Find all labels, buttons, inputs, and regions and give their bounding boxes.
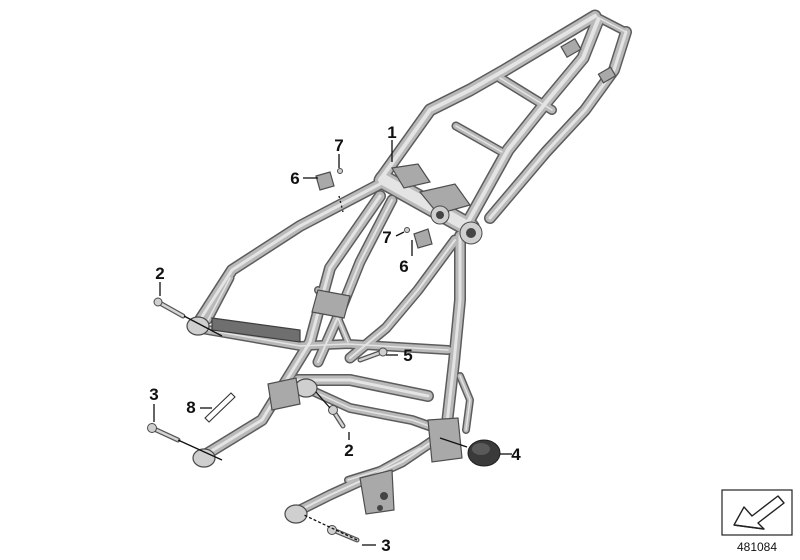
rear-lower-post-tube-mid xyxy=(457,373,473,433)
upper-mount-hole xyxy=(436,211,444,219)
callout-2-upper: 2 xyxy=(155,264,164,283)
middle-cross-member-tube-hi xyxy=(296,378,430,398)
callout-1: 1 xyxy=(387,123,396,142)
callout-8: 8 xyxy=(186,398,195,417)
subframe-cross-top-tube-hi xyxy=(594,15,627,33)
center-down-tube-tube-hi xyxy=(317,199,393,363)
left-upper-rail-tube-out xyxy=(190,178,386,332)
leader-7b xyxy=(395,231,405,237)
footrest-hole-1 xyxy=(380,492,388,500)
footrest-hole-2 xyxy=(377,505,383,511)
clip-nut-part-6a xyxy=(315,171,335,191)
rear-lower-post-tube-hi xyxy=(459,375,471,431)
left-down-tube-tube-hi xyxy=(198,194,382,460)
left-lower-bracket xyxy=(267,377,301,411)
subframe-left-rail-tube-mid xyxy=(375,11,600,185)
steering-head-plate xyxy=(391,163,431,189)
rubber-plug-highlight xyxy=(472,443,490,455)
bolt-part-3-upper xyxy=(147,423,181,443)
reference-badge: 481084 xyxy=(721,489,793,554)
right-down-tube-tube-hi xyxy=(444,234,462,434)
upper-gusset-plate xyxy=(418,183,471,215)
subframe-left-rail-tube-hi xyxy=(378,14,597,182)
part-arrow-icon xyxy=(733,495,785,530)
bushing-front-lower xyxy=(284,504,308,524)
part-arrow-base xyxy=(733,524,765,530)
subframe-lower-cross-tube-hi xyxy=(455,125,503,153)
swingarm-pivot-hole xyxy=(466,228,476,238)
left-rear-link-tube-hi xyxy=(207,277,231,321)
install-line-3a xyxy=(177,439,223,461)
washer-part-7a xyxy=(337,168,343,174)
clip-nut-part-6b xyxy=(413,228,433,249)
install-line-2b xyxy=(315,391,331,409)
front-lower-brace-tube-hi xyxy=(347,447,421,481)
callout-labels: 1 2 2 3 3 4 5 6 6 7 7 8 xyxy=(149,123,521,555)
callout-7-lower: 7 xyxy=(382,228,391,247)
right-diagonal-tube-tube-hi xyxy=(349,239,456,359)
callout-3-lower: 3 xyxy=(381,536,390,555)
callout-7-upper: 7 xyxy=(334,136,343,155)
install-line-4 xyxy=(439,437,468,448)
subframe-mid-cross-tube-hi xyxy=(499,77,553,111)
bolt-part-2-lower xyxy=(328,405,346,429)
reference-number: 481084 xyxy=(737,540,777,554)
callout-6-upper: 6 xyxy=(290,169,299,188)
main-frame-part-1 xyxy=(186,9,632,524)
bolt-part-2-upper xyxy=(153,297,186,319)
subframe-right-rail-tube-hi xyxy=(466,18,600,224)
adhesive-strip-part-8 xyxy=(204,392,236,423)
bushing-upper-left xyxy=(186,316,210,336)
callout-5: 5 xyxy=(403,346,412,365)
engine-mount-plate xyxy=(311,289,351,319)
install-line-2a xyxy=(183,315,223,337)
subframe-tail-right-tube-hi xyxy=(488,30,628,220)
bolt-part-5 xyxy=(357,347,388,363)
rear-tab-lower xyxy=(597,66,617,84)
steering-head-tube-hi xyxy=(378,174,476,234)
callout-6-lower: 6 xyxy=(399,257,408,276)
callout-4: 4 xyxy=(511,445,521,464)
bushing-lower-left xyxy=(192,448,216,468)
upper-cross-member-tube-hi xyxy=(195,327,449,351)
frame-brackets xyxy=(211,37,617,515)
left-upper-rail-tube-mid xyxy=(191,179,385,331)
leader-lines xyxy=(153,140,512,546)
callout-3-upper: 3 xyxy=(149,385,158,404)
cross-brace-plate xyxy=(211,317,301,343)
callout-2-lower: 2 xyxy=(344,441,353,460)
washer-part-7b xyxy=(404,227,410,233)
left-upper-rail-tube-hi xyxy=(194,182,382,328)
footrest-bracket xyxy=(359,469,395,515)
rear-tab-upper xyxy=(560,37,582,59)
